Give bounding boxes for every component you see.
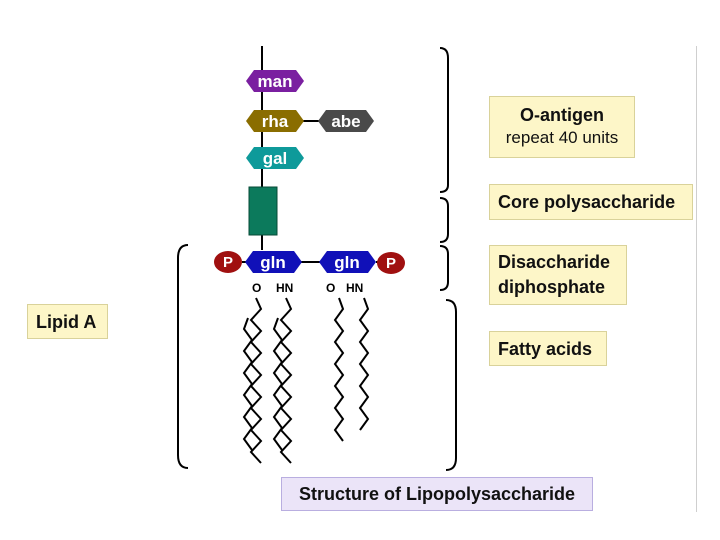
- fatty-acid-chains: [242, 297, 370, 464]
- gal-label: gal: [263, 149, 288, 168]
- disaccharide-label: Disaccharide diphosphate: [489, 245, 627, 305]
- gln-left-label: gln: [260, 253, 286, 272]
- fatty-acids-label: Fatty acids: [489, 331, 607, 366]
- lipid-a-brace: [177, 244, 189, 469]
- gln-left-sugar: gln: [245, 251, 302, 273]
- atom-right-o: O: [326, 281, 335, 295]
- o-antigen-label: O-antigen repeat 40 units: [489, 96, 635, 158]
- o-antigen-title: O-antigen: [520, 105, 604, 125]
- phosphate-left: P: [214, 251, 242, 273]
- page-edge-rule: [696, 46, 697, 512]
- fatty-acid-chain: [279, 297, 293, 464]
- atom-left-hn: HN: [276, 281, 293, 295]
- atom-right-hn: HN: [346, 281, 363, 295]
- phosphate-left-label: P: [223, 254, 233, 271]
- man-label: man: [258, 72, 293, 91]
- phosphate-right-label: P: [386, 255, 396, 272]
- atom-left-o: O: [252, 281, 261, 295]
- rha-sugar: rha: [246, 110, 304, 132]
- caption-text: Structure of Lipopolysaccharide: [298, 484, 576, 504]
- o-antigen-subtitle: repeat 40 units: [505, 128, 619, 147]
- fatty-acid-chain: [272, 317, 284, 451]
- lipid-a-label: Lipid A: [27, 304, 108, 339]
- disaccharide-brace: [439, 245, 449, 291]
- lipid-a-text: Lipid A: [36, 312, 97, 332]
- fatty-acid-chain: [242, 317, 254, 451]
- phosphate-right: P: [377, 252, 405, 274]
- o-antigen-brace: [439, 47, 449, 193]
- fatty-acids-text: Fatty acids: [498, 339, 593, 359]
- core-polysaccharide-label: Core polysaccharide: [489, 184, 693, 220]
- gal-sugar: gal: [246, 147, 304, 169]
- abe-sugar: abe: [318, 110, 374, 132]
- abe-label: abe: [331, 112, 360, 131]
- fatty-acid-chain: [333, 297, 345, 442]
- disaccharide-line2: diphosphate: [498, 277, 605, 297]
- gln-right-label: gln: [334, 253, 360, 272]
- rha-label: rha: [262, 112, 289, 131]
- gln-right-sugar: gln: [319, 251, 376, 273]
- fatty-acid-chain: [358, 297, 370, 431]
- core-brace: [439, 197, 449, 243]
- fatty-acid-chain: [249, 297, 263, 464]
- disaccharide-line1: Disaccharide: [498, 252, 611, 272]
- core-polysaccharide-text: Core polysaccharide: [498, 192, 676, 212]
- core-block: [248, 186, 278, 236]
- caption-label: Structure of Lipopolysaccharide: [281, 477, 593, 511]
- man-sugar: man: [246, 70, 304, 92]
- fatty-acids-brace: [445, 299, 457, 471]
